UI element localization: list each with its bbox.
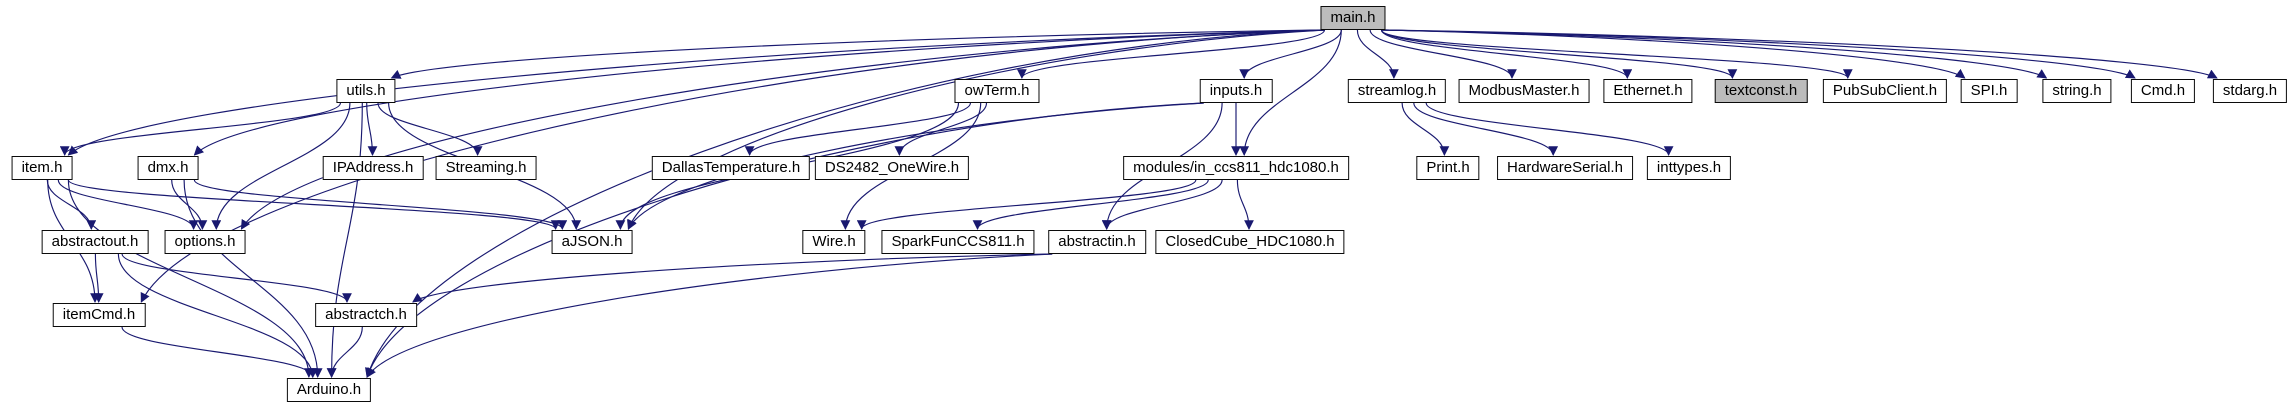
edge-main-to-inputs — [1239, 29, 1342, 79]
node-dallastemperature-h[interactable]: DallasTemperature.h — [651, 156, 811, 180]
edge-itemcmd-to-arduino — [121, 326, 318, 378]
edge-main-to-modbus — [1369, 29, 1517, 79]
edge-item-to-arduino — [67, 179, 314, 378]
node-wire-h[interactable]: Wire.h — [802, 230, 866, 254]
node-sparkfunccs811-h[interactable]: SparkFunCCS811.h — [881, 230, 1035, 254]
edge-dmx-to-arduino — [183, 179, 323, 378]
edge-main-to-textconst — [1380, 29, 1738, 79]
node-dmx-h[interactable]: dmx.h — [137, 156, 199, 180]
node-hardwareserial-h[interactable]: HardwareSerial.h — [1497, 156, 1633, 180]
edge-item-to-ajson — [67, 179, 561, 230]
node-stdarg-h[interactable]: stdarg.h — [2212, 79, 2288, 103]
edge-main-to-stdarg — [1381, 29, 2218, 79]
edge-main-to-ajson — [627, 29, 1325, 230]
edge-modules-to-wire — [856, 179, 1197, 230]
edge-modules-to-closedcube — [1236, 179, 1254, 230]
edge-item-to-options — [57, 179, 199, 230]
node-in-ccs811-hdc1080-h[interactable]: modules/in_ccs811_hdc1080.h — [1123, 156, 1349, 180]
node-closedcube-hdc1080-h[interactable]: ClosedCube_HDC1080.h — [1155, 230, 1345, 254]
node-modbusmaster-h[interactable]: ModbusMaster.h — [1458, 79, 1590, 103]
node-ipaddress-h[interactable]: IPAddress.h — [322, 156, 424, 180]
edge-main-to-streamlog — [1356, 29, 1399, 79]
node-abstractin-h[interactable]: abstractin.h — [1048, 230, 1146, 254]
node-pubsubclient-h[interactable]: PubSubClient.h — [1822, 79, 1948, 103]
node-arduino-h[interactable]: Arduino.h — [286, 378, 372, 402]
edge-main-to-pubsub — [1380, 29, 1853, 79]
node-ethernet-h[interactable]: Ethernet.h — [1603, 79, 1693, 103]
edge-owterm-to-ds2482 — [894, 102, 988, 156]
edge-abstractout-to-itemcmd — [93, 253, 104, 303]
edge-abstractout-to-abstractch — [121, 253, 352, 303]
node-utils-h[interactable]: utils.h — [336, 79, 396, 103]
node-abstractout-h[interactable]: abstractout.h — [41, 230, 149, 254]
node-itemcmd-h[interactable]: itemCmd.h — [52, 303, 146, 327]
edge-main-to-dmx — [193, 29, 1325, 156]
edge-main-to-owterm — [1017, 29, 1326, 79]
edge-utils-to-ipaddress — [366, 102, 378, 156]
node-streaming-h[interactable]: Streaming.h — [435, 156, 537, 180]
node-streamlog-h[interactable]: streamlog.h — [1347, 79, 1447, 103]
node-abstractch-h[interactable]: abstractch.h — [315, 303, 417, 327]
edge-main-to-ethernet — [1380, 29, 1633, 79]
node-string-h[interactable]: string.h — [2042, 79, 2112, 103]
edge-utils-to-item — [59, 102, 341, 156]
edge-abstractout-to-arduino — [117, 253, 318, 378]
edge-abstractin-to-arduino — [366, 253, 1053, 378]
edge-streamlog-to-print — [1401, 102, 1450, 156]
node-print-h[interactable]: Print.h — [1416, 156, 1480, 180]
edge-dmx-to-ajson — [193, 179, 568, 230]
node-main-h[interactable]: main.h — [1320, 6, 1386, 30]
node-inttypes-h[interactable]: inttypes.h — [1646, 156, 1732, 180]
edge-streamlog-to-hwserial — [1413, 102, 1559, 156]
node-spi-h[interactable]: SPI.h — [1960, 79, 2018, 103]
node-ajson-h[interactable]: aJSON.h — [551, 230, 633, 254]
node-ds2482-onewire-h[interactable]: DS2482_OneWire.h — [814, 156, 970, 180]
edge-utils-to-streaming — [377, 102, 483, 156]
node-owterm-h[interactable]: owTerm.h — [954, 79, 1040, 103]
node-options-h[interactable]: options.h — [164, 230, 246, 254]
edge-abstractch-to-arduino — [326, 326, 363, 378]
edge-main-to-options — [240, 29, 1325, 230]
edge-streamlog-to-inttypes — [1425, 102, 1674, 156]
node-inputs-h[interactable]: inputs.h — [1199, 79, 1273, 103]
edge-main-to-utils — [390, 29, 1325, 79]
edge-main-to-item — [67, 29, 1325, 156]
edge-abstractin-to-abstractch — [412, 253, 1053, 303]
edge-main-to-modules — [1239, 29, 1342, 156]
edge-main-to-arduino — [365, 29, 1325, 378]
edge-utils-to-arduino — [326, 102, 363, 378]
edge-modules-to-sparkfun — [972, 179, 1209, 230]
node-textconst-h[interactable]: textconst.h — [1714, 79, 1808, 103]
edge-modules-to-abstractin — [1101, 179, 1223, 230]
node-cmd-h[interactable]: Cmd.h — [2130, 79, 2196, 103]
edge-owterm-to-dallas — [744, 102, 971, 156]
edge-dmx-to-options — [171, 179, 208, 230]
edge-utils-to-options — [211, 102, 351, 230]
node-item-h[interactable]: item.h — [11, 156, 73, 180]
